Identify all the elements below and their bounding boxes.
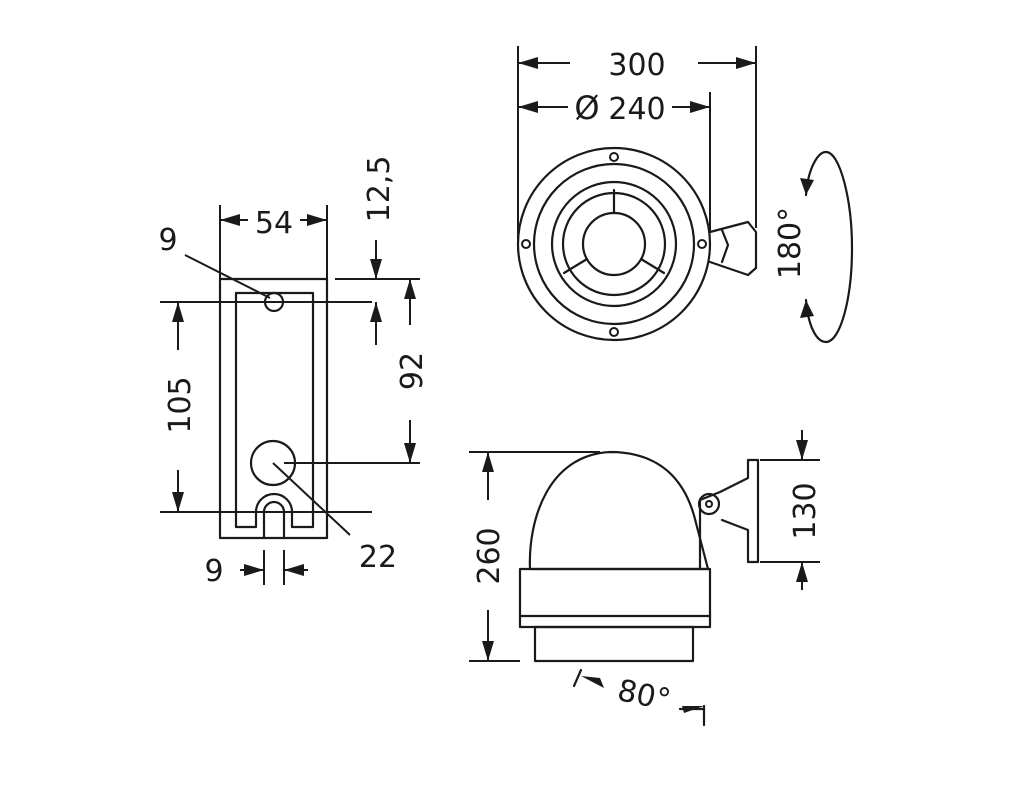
plate-outline [218, 277, 329, 540]
offset-label: 12,5 [362, 156, 397, 223]
housing-band [518, 567, 712, 629]
ring-2 [532, 162, 696, 326]
diameter-symbol: Ø [574, 89, 599, 127]
hole-distance-label: 92 [395, 352, 430, 390]
outer-ring [516, 146, 712, 342]
base-ring [533, 625, 695, 663]
top-view: 300 Ø 240 180° [516, 46, 854, 344]
rotation-label: 180° [773, 207, 808, 279]
plate-inner-outline [234, 291, 315, 529]
diameter-label: 240 [608, 92, 665, 127]
bracket-width-label: 54 [255, 206, 293, 241]
rotation-arrow [804, 150, 854, 344]
side-view: 260 130 80° [469, 430, 823, 727]
screw-top [609, 152, 619, 162]
dome [528, 450, 710, 571]
center-lamp [581, 211, 647, 277]
screw-left [521, 239, 531, 249]
overall-width-label: 300 [608, 48, 665, 83]
screw-bottom [609, 327, 619, 337]
ring-3 [550, 180, 678, 308]
large-hole-label: 22 [359, 540, 397, 575]
small-hole-label: 9 [158, 223, 177, 258]
arm [698, 458, 760, 570]
screw-right [697, 239, 707, 249]
height-label: 260 [472, 527, 507, 584]
tilt-angle-label: 80° [614, 673, 673, 718]
side-bracket [708, 220, 758, 277]
hole-spacing-label: 105 [163, 376, 198, 433]
bracket-height-label: 130 [788, 482, 823, 539]
bottom-slot [262, 500, 286, 540]
mounting-plate-view: 54 9 105 12,5 92 22 [158, 156, 430, 589]
slot-width-label: 9 [204, 554, 223, 589]
